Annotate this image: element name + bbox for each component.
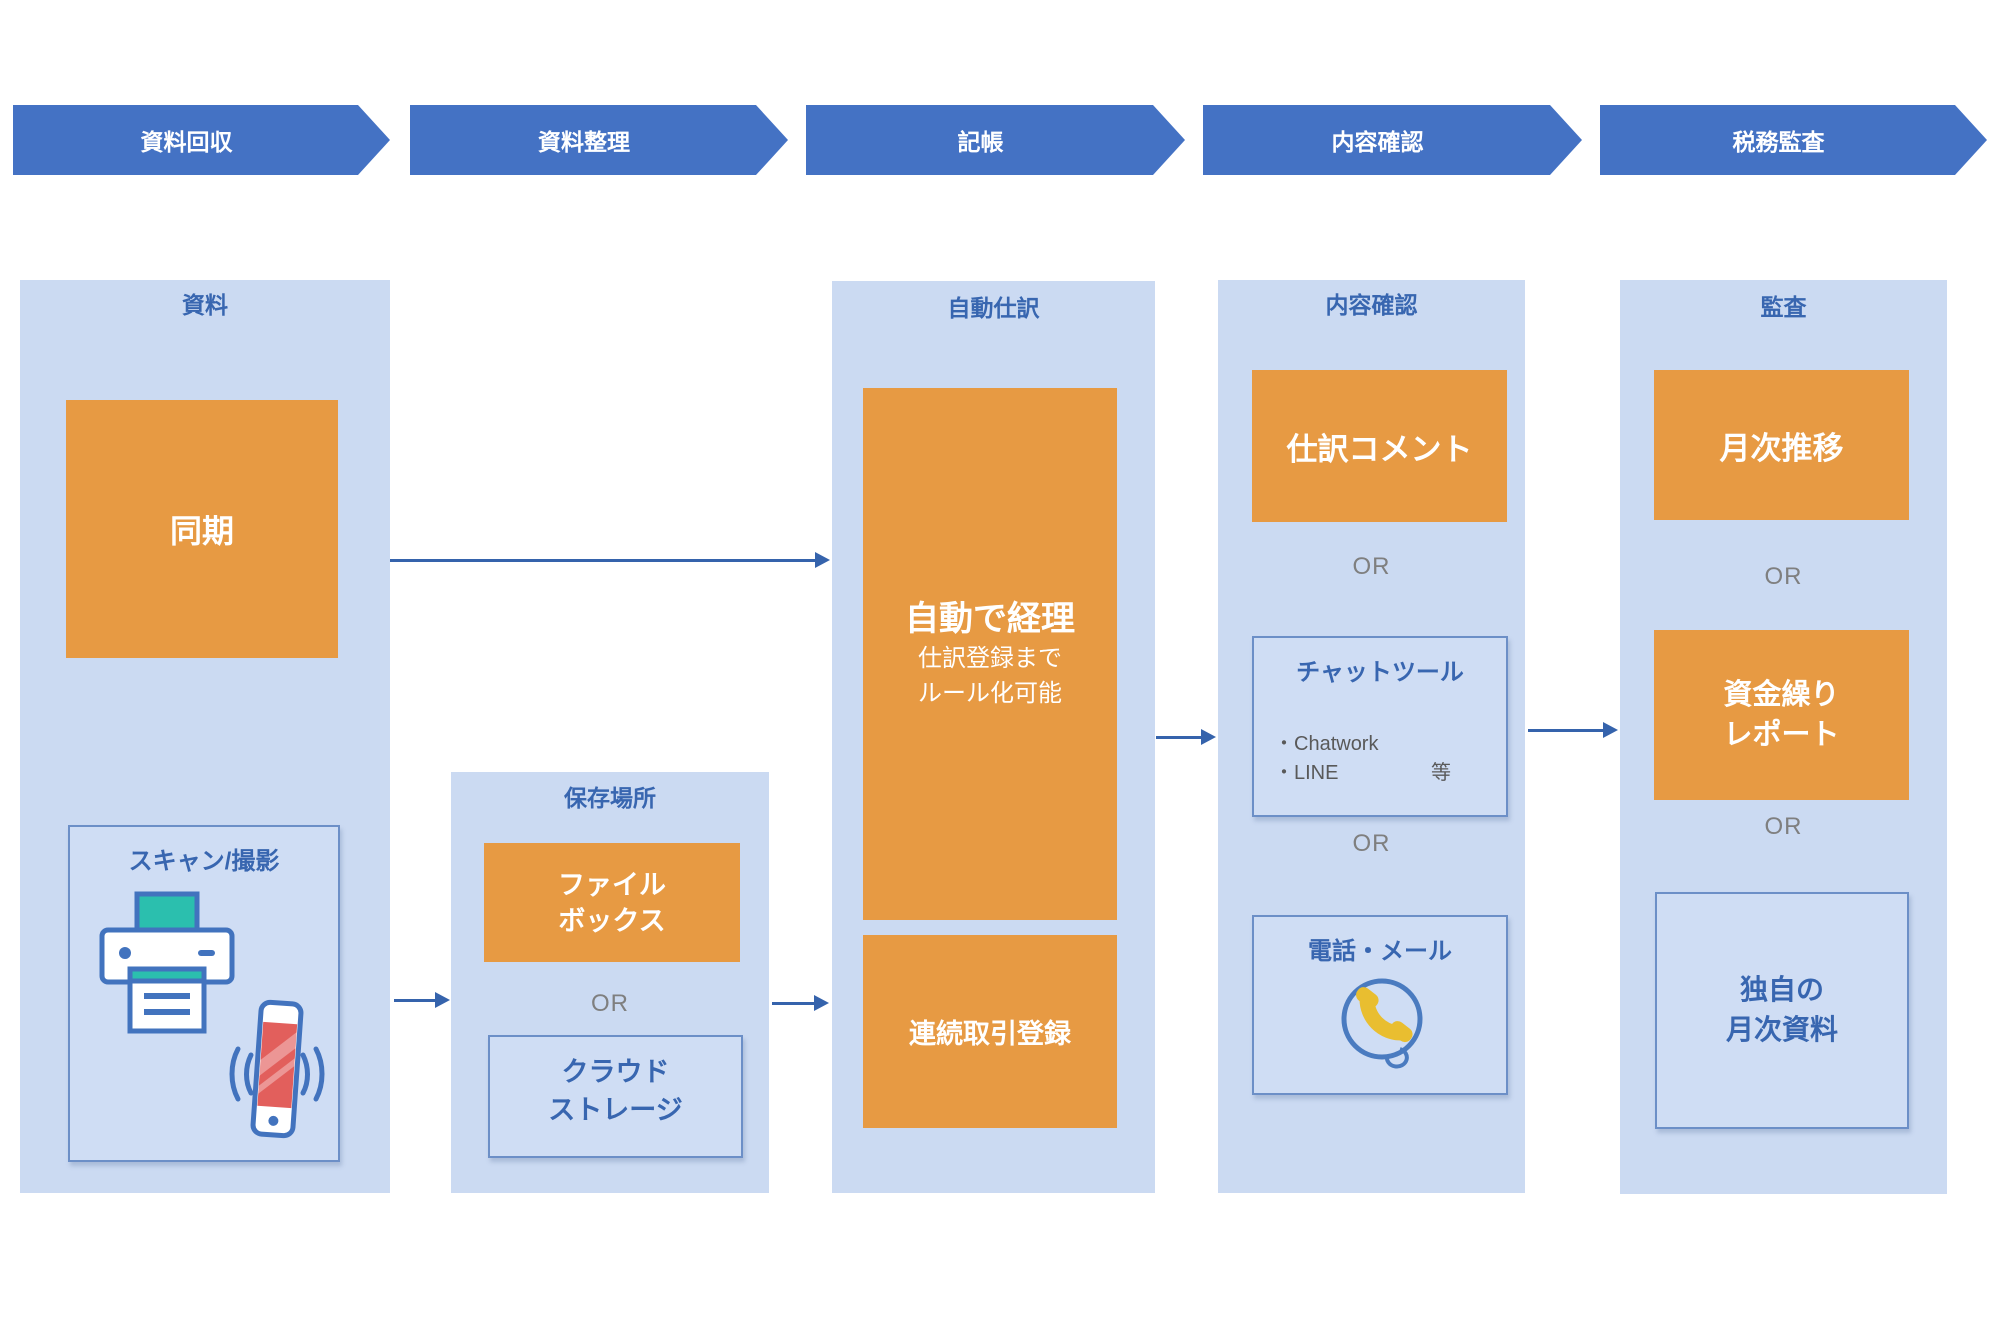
chat-etc-label: 等 [1431, 762, 1451, 784]
chevron-label: 資料整理 [538, 129, 630, 155]
recurring-transaction-box: 連続取引登録 [863, 935, 1117, 1128]
sync-box: 同期 [66, 400, 338, 658]
chevron-step-3: 記帳 [806, 105, 1185, 175]
or-separator: OR [591, 990, 629, 1017]
or-separator: OR [1352, 830, 1391, 857]
smartphone-vibrate-icon [229, 999, 325, 1139]
chevron-step-2: 資料整理 [410, 105, 788, 175]
chat-item-chatwork: ・Chatwork [1274, 733, 1379, 755]
arrow-scan-to-storage [394, 992, 450, 1008]
cloud-line1: クラウド [561, 1057, 670, 1087]
chevron-label: 記帳 [957, 129, 1004, 155]
sync-label: 同期 [169, 513, 234, 549]
auto-accounting-sub2: ルール化可能 [918, 680, 1062, 707]
column-header-review: 内容確認 [1325, 292, 1418, 318]
chevron-step-5: 税務監査 [1600, 105, 1987, 175]
cashflow-report-box: 資金繰り レポート [1654, 630, 1909, 800]
original-docs-line2: 月次資料 [1725, 1014, 1838, 1045]
journal-comment-box: 仕訳コメント [1252, 370, 1507, 522]
cloud-line2: ストレージ [548, 1095, 683, 1125]
arrow-sync-to-bookkeeping [390, 552, 830, 568]
scan-photo-label: スキャン/撮影 [128, 848, 280, 875]
chevron-label: 資料回収 [140, 129, 233, 155]
filebox-line2: ボックス [558, 905, 666, 936]
monthly-trend-label: 月次推移 [1719, 430, 1844, 466]
chevron-step-1: 資料回収 [13, 105, 390, 175]
chat-item-line: ・LINE [1274, 762, 1339, 784]
column-header-documents: 資料 [182, 292, 228, 318]
chat-tool-label: チャットツール [1296, 659, 1464, 686]
recurring-transaction-label: 連続取引登録 [909, 1019, 1071, 1049]
cloud-storage-box: クラウド ストレージ [488, 1035, 743, 1158]
original-docs-line1: 独自の [1739, 974, 1824, 1005]
filebox-line1: ファイル [558, 869, 666, 900]
auto-accounting-title: 自動で経理 [905, 600, 1075, 638]
column-header-storage: 保存場所 [564, 785, 656, 811]
monthly-trend-box: 月次推移 [1654, 370, 1909, 520]
journal-comment-label: 仕訳コメント [1286, 431, 1473, 467]
auto-accounting-sub1: 仕訳登録まで [918, 645, 1062, 672]
cashflow-line1: 資金繰り [1723, 679, 1840, 711]
original-monthly-docs-box: 独自の 月次資料 [1655, 892, 1909, 1129]
chevron-label: 税務監査 [1732, 129, 1825, 155]
cashflow-line2: レポート [1723, 719, 1840, 751]
arrow-bookkeeping-to-review [1156, 729, 1216, 745]
auto-accounting-box: 自動で経理 仕訳登録まで ルール化可能 [863, 388, 1117, 920]
chat-tool-box: チャットツール ・Chatwork ・LINE 等 [1252, 636, 1508, 817]
chevron-label: 内容確認 [1331, 129, 1424, 155]
column-header-audit: 監査 [1760, 294, 1807, 320]
phone-mail-label: 電話・メール [1308, 938, 1452, 965]
phone-handset-icon [1341, 978, 1423, 1069]
arrow-storage-to-bookkeeping [772, 995, 829, 1011]
filebox-box: ファイル ボックス [484, 843, 740, 962]
printer-icon [99, 891, 235, 1034]
or-separator: OR [1764, 563, 1803, 590]
phone-mail-box: 電話・メール [1252, 915, 1508, 1095]
chevron-step-4: 内容確認 [1203, 105, 1582, 175]
or-separator: OR [1764, 813, 1803, 840]
column-header-bookkeeping: 自動仕訳 [947, 295, 1040, 321]
arrow-review-to-audit [1528, 722, 1618, 738]
or-separator: OR [1352, 553, 1391, 580]
scan-photo-box: スキャン/撮影 [68, 825, 340, 1162]
